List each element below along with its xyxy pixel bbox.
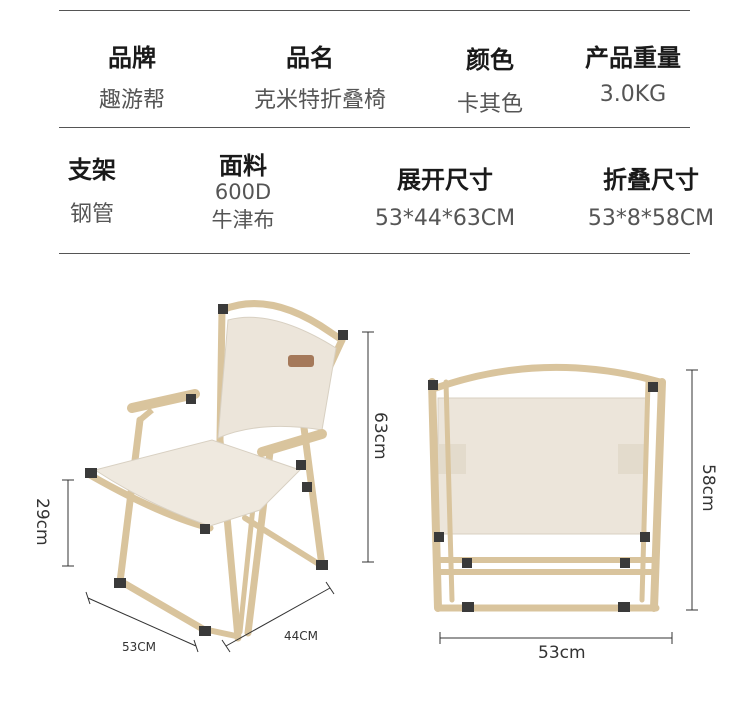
color-header: 颜色 bbox=[466, 46, 514, 74]
open-chair bbox=[85, 300, 348, 642]
brand-value: 趣游帮 bbox=[98, 88, 165, 113]
open-chair-dimension-lines bbox=[62, 331, 374, 653]
folded-size-value: 53*8*58CM bbox=[587, 206, 715, 231]
folded-chair bbox=[428, 363, 666, 612]
folded-height-label: 58cm bbox=[698, 464, 718, 512]
color-value: 卡其色 bbox=[456, 92, 523, 117]
brand-tag-icon bbox=[288, 355, 314, 367]
table-middle-rule bbox=[59, 127, 690, 128]
open-width-label: 53CM bbox=[122, 640, 157, 654]
fabric-header: 面料 bbox=[219, 152, 267, 180]
fabric-value-line1: 600D bbox=[214, 180, 272, 204]
brand-header: 品牌 bbox=[108, 44, 156, 72]
weight-header: 产品重量 bbox=[585, 44, 681, 72]
seat-height-label: 29cm bbox=[32, 498, 52, 546]
frame-value: 钢管 bbox=[69, 202, 114, 227]
table-top-rule bbox=[59, 10, 690, 11]
table-bottom-rule bbox=[59, 253, 690, 254]
open-height-label: 63cm bbox=[370, 412, 390, 460]
fabric-value-line2: 牛津布 bbox=[211, 208, 275, 232]
product-name-value: 克米特折叠椅 bbox=[253, 88, 386, 113]
weight-value: 3.0KG bbox=[599, 82, 667, 107]
unfolded-size-header: 展开尺寸 bbox=[397, 166, 493, 194]
chair-diagram bbox=[62, 300, 698, 653]
folded-chair-dimension-lines bbox=[439, 369, 698, 644]
open-depth-label: 44CM bbox=[284, 629, 319, 643]
product-name-header: 品名 bbox=[286, 44, 334, 72]
unfolded-size-value: 53*44*63CM bbox=[374, 206, 516, 231]
folded-size-header: 折叠尺寸 bbox=[603, 166, 699, 194]
joint-cap-icon bbox=[218, 304, 228, 314]
frame-header: 支架 bbox=[68, 156, 116, 184]
folded-width-label: 53cm bbox=[538, 643, 586, 663]
